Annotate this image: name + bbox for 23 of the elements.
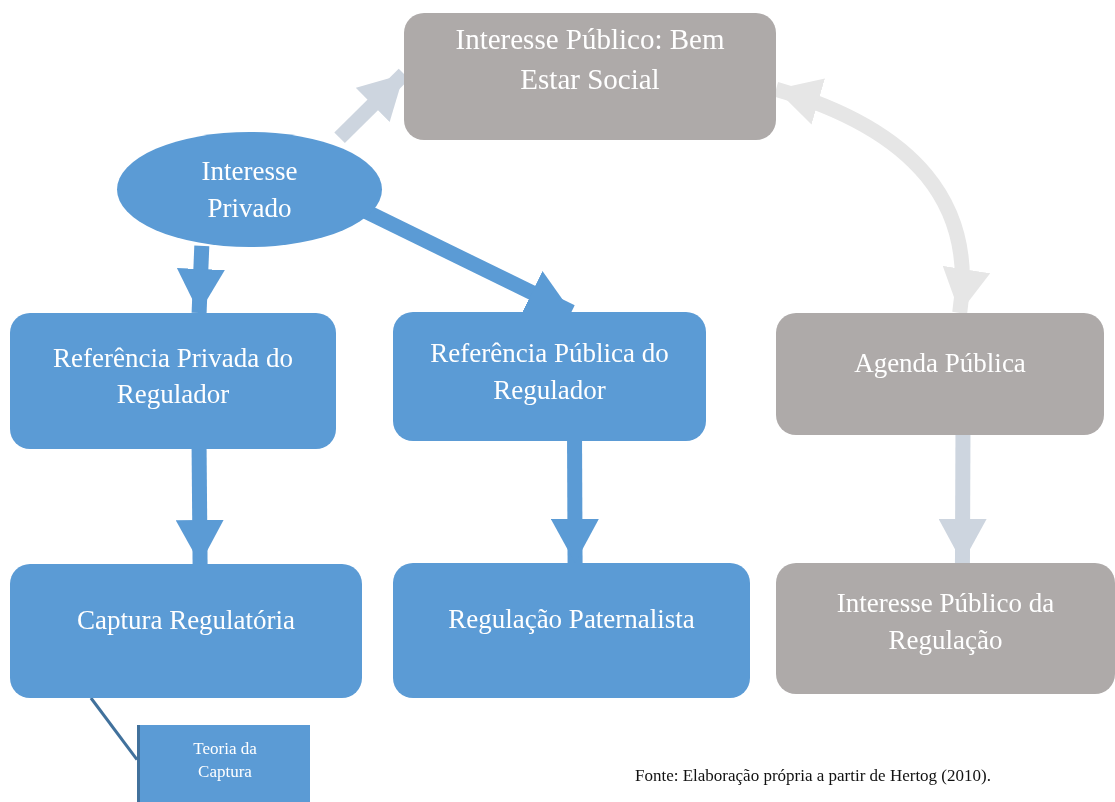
node-label: Regulação Paternalista — [448, 603, 695, 637]
leader-line — [89, 697, 139, 761]
node-label: Interesse Privado — [200, 155, 299, 225]
node-label: Referência Privada do Regulador — [52, 341, 294, 411]
outcome-box — [776, 563, 1115, 694]
outcome-box — [393, 563, 750, 698]
arrow — [175, 448, 224, 565]
node-label: Interesse Público: Bem Estar Social — [454, 22, 726, 97]
arrow — [550, 440, 599, 564]
callout-box — [137, 725, 310, 802]
node-label: Interesse Público da Regulação — [835, 587, 1056, 657]
arrow — [176, 245, 225, 314]
node-label: Agenda Pública — [854, 346, 1026, 380]
node-label: Captura Regulatória — [76, 603, 296, 637]
source-caption: Fonte: Elaboração própria a partir de Hertog (2010). — [635, 766, 991, 786]
process-box — [393, 312, 706, 441]
node-label: Referência Pública do Regulador — [429, 337, 670, 407]
process-box — [10, 313, 336, 449]
outcome-box — [10, 564, 362, 698]
arrow — [938, 434, 987, 564]
process-box — [776, 313, 1104, 435]
node-label: Teoria da Captura — [192, 737, 258, 783]
goal-box — [404, 13, 776, 140]
